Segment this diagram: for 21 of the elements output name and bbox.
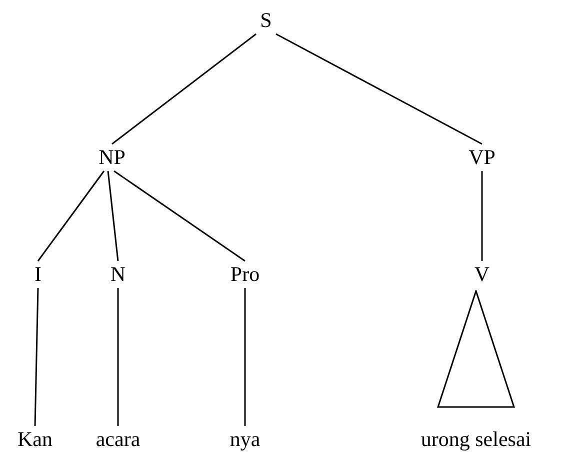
- tree-branch: [276, 33, 482, 145]
- tree-branch: [114, 170, 246, 262]
- tree-branch: [117, 288, 119, 426]
- tree-branch: [34, 288, 39, 426]
- tree-label: urong selesai: [411, 427, 541, 451]
- tree-label: Kan: [13, 427, 57, 451]
- tree-label: NP: [94, 145, 130, 169]
- tree-branch: [244, 288, 246, 426]
- triangle-roof: [436, 290, 516, 408]
- tree-label: N: [108, 262, 128, 286]
- tree-branch: [37, 170, 105, 262]
- tree-label: I: [31, 262, 45, 286]
- tree-label: S: [256, 8, 276, 32]
- tree-branch: [112, 33, 256, 145]
- tree-label: acara: [90, 427, 146, 451]
- tree-label: nya: [225, 427, 265, 451]
- tree-label: V: [473, 262, 491, 286]
- tree-branch: [107, 170, 119, 262]
- tree-label: Pro: [225, 262, 265, 286]
- tree-branch: [481, 171, 483, 261]
- tree-label: VP: [464, 145, 500, 169]
